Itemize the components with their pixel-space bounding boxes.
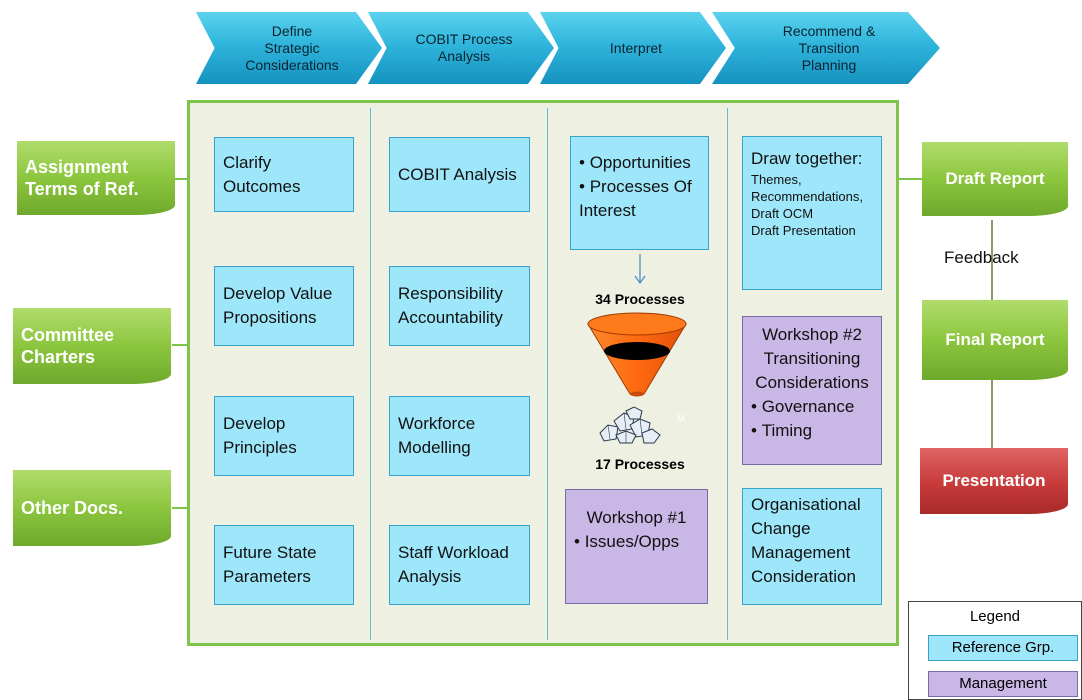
box-draw-together: Draw together: Themes, Recommendations, … bbox=[742, 136, 882, 290]
list-item: Issues/Opps bbox=[574, 530, 699, 554]
column-divider bbox=[727, 108, 728, 640]
phase-label: COBIT Process Analysis bbox=[415, 31, 513, 64]
column-divider bbox=[547, 108, 548, 640]
output-presentation: Presentation bbox=[920, 448, 1068, 514]
workshop-title: Workshop #1 bbox=[586, 508, 687, 527]
m-mark: M bbox=[677, 413, 685, 423]
legend: Legend Reference Grp. Management bbox=[908, 601, 1082, 700]
box-cobit-analysis: COBIT Analysis bbox=[389, 137, 530, 212]
input-terms-of-reference: Assignment Terms of Ref. bbox=[17, 141, 175, 215]
box-develop-principles: Develop Principles bbox=[214, 396, 354, 476]
down-arrow-icon bbox=[634, 254, 646, 285]
opportunities-list: Opportunities Processes Of Interest bbox=[579, 151, 700, 223]
box-workshop-2: Workshop #2 Transitioning Considerations… bbox=[742, 316, 882, 465]
legend-reference: Reference Grp. bbox=[928, 635, 1078, 661]
phase-label: Define Strategic Considerations bbox=[245, 22, 339, 73]
box-label: COBIT Analysis bbox=[398, 164, 517, 184]
banner-label: Presentation bbox=[942, 471, 1046, 490]
connector-line bbox=[172, 507, 190, 509]
draw-line: Themes, bbox=[751, 172, 802, 187]
box-ocm: Organisational Change Management Conside… bbox=[742, 488, 882, 605]
processes-count-bottom: 17 Processes bbox=[595, 456, 685, 472]
banner-label: Draft Report bbox=[945, 169, 1045, 188]
banner-label: Final Report bbox=[945, 330, 1045, 349]
list-item: Timing bbox=[751, 419, 873, 443]
phase-chevron-4: Recommend & Transition Planning bbox=[712, 12, 940, 84]
box-value-propositions: Develop Value Propositions bbox=[214, 266, 354, 346]
box-opportunities: Opportunities Processes Of Interest bbox=[570, 136, 709, 250]
output-final-report: Final Report bbox=[922, 300, 1068, 380]
box-staff-workload: Staff Workload Analysis bbox=[389, 525, 530, 605]
phase-label: Interpret bbox=[609, 39, 663, 56]
connector-line bbox=[172, 178, 190, 180]
box-future-state: Future State Parameters bbox=[214, 525, 354, 605]
legend-title: Legend bbox=[969, 608, 1021, 625]
draw-together-title: Draw together: bbox=[751, 149, 863, 168]
connector-line bbox=[172, 344, 190, 346]
column-divider bbox=[370, 108, 371, 640]
connector-line bbox=[991, 380, 993, 450]
funnel-icon bbox=[587, 312, 687, 397]
box-workshop-1: Workshop #1 Issues/Opps bbox=[565, 489, 708, 604]
legend-management: Management bbox=[928, 671, 1078, 697]
banner-label: Other Docs. bbox=[21, 498, 124, 518]
feedback-label: Feedback bbox=[944, 248, 1019, 267]
connector-line bbox=[896, 178, 924, 180]
box-workforce-modelling: Workforce Modelling bbox=[389, 396, 530, 476]
workshop-title: Workshop #2 Transitioning Considerations bbox=[755, 325, 869, 392]
input-committee-charters: Committee Charters bbox=[13, 308, 171, 384]
banner-label: Committee Charters bbox=[21, 325, 115, 367]
connector-line bbox=[991, 220, 993, 302]
list-item: Processes Of Interest bbox=[579, 175, 700, 223]
list-item: Governance bbox=[751, 395, 873, 419]
box-label: Future State Parameters bbox=[223, 543, 317, 586]
box-label: Develop Value Propositions bbox=[223, 284, 333, 327]
draw-line: Recommendations, bbox=[751, 189, 863, 204]
box-label: Workforce Modelling bbox=[398, 414, 476, 457]
output-draft-report: Draft Report bbox=[922, 142, 1068, 216]
box-label: Develop Principles bbox=[223, 414, 297, 457]
box-responsibility: Responsibility Accountability bbox=[389, 266, 530, 346]
workshop-list: Governance Timing bbox=[751, 395, 873, 443]
draw-line: Draft Presentation bbox=[751, 223, 856, 238]
phase-chevron-1: Define Strategic Considerations bbox=[196, 12, 382, 84]
box-label: Organisational Change Management Conside… bbox=[751, 495, 861, 586]
box-label: Staff Workload Analysis bbox=[398, 543, 509, 586]
box-label: Responsibility Accountability bbox=[398, 284, 503, 327]
box-label: Clarify Outcomes bbox=[223, 152, 301, 196]
banner-label: Assignment Terms of Ref. bbox=[25, 157, 139, 199]
gems-icon bbox=[599, 406, 661, 444]
draw-line: Draft OCM bbox=[751, 206, 814, 221]
box-clarify-outcomes: Clarify Outcomes bbox=[214, 137, 354, 212]
processes-count-top: 34 Processes bbox=[595, 291, 685, 307]
workshop-list: Issues/Opps bbox=[574, 530, 699, 554]
phase-chevron-2: COBIT Process Analysis bbox=[368, 12, 554, 84]
list-item: Opportunities bbox=[579, 151, 700, 175]
input-other-docs: Other Docs. bbox=[13, 470, 171, 546]
phase-chevron-3: Interpret bbox=[540, 12, 726, 84]
phase-label: Recommend & Transition Planning bbox=[782, 22, 876, 73]
